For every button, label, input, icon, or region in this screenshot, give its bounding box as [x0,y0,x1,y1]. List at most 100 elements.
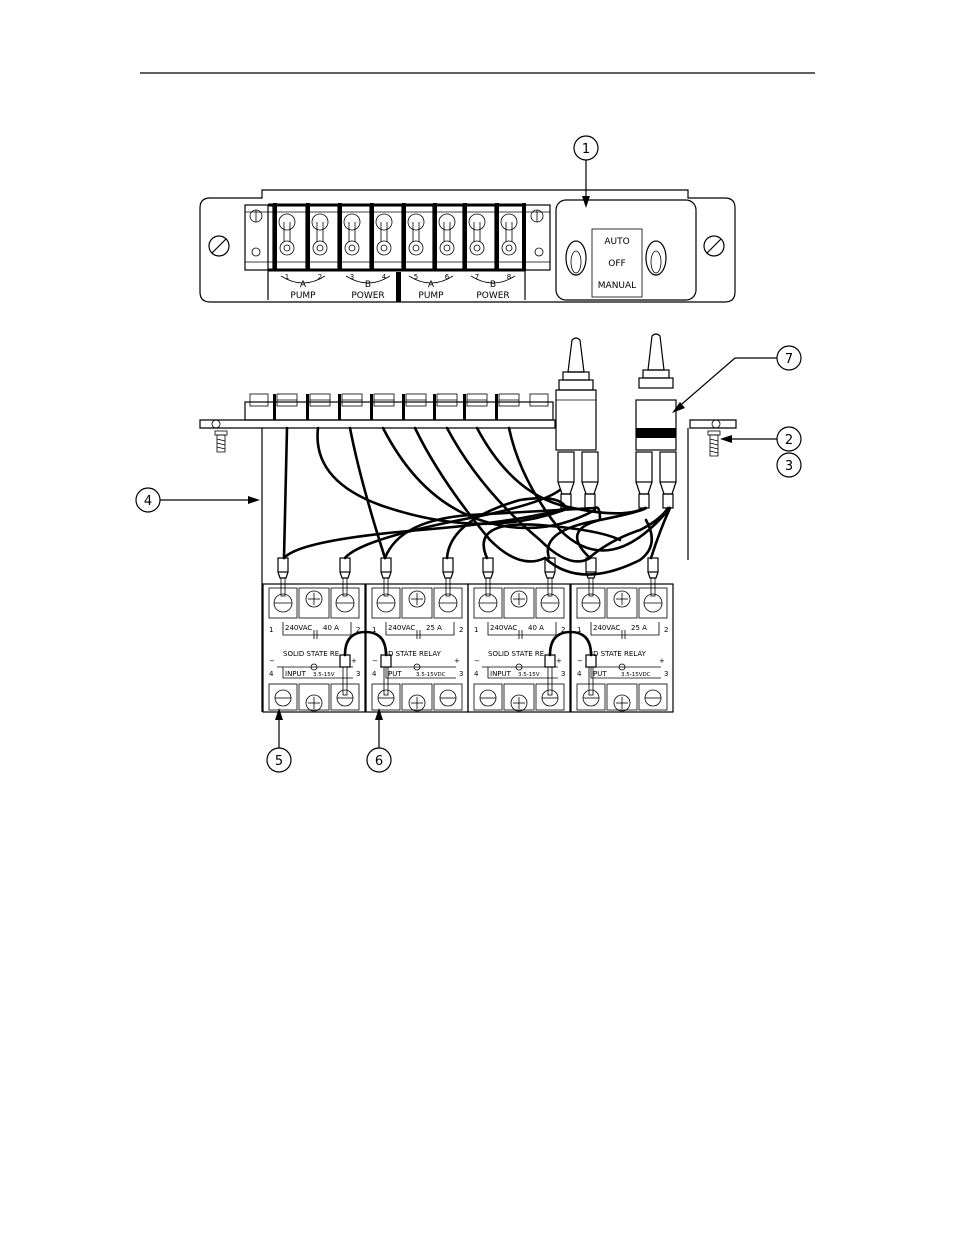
relay-voltage: 240VAC [490,624,517,632]
terminal-number: 4 [382,273,387,281]
terminal-number: 6 [445,273,450,281]
relay-voltage: 240VAC [388,624,415,632]
side-switch-right [635,333,677,451]
callout-7: 7 [785,352,793,367]
group-letter: B [490,280,496,290]
relay-minus: − [577,657,583,665]
top-terminal-5 [401,203,425,271]
wire-10 [343,488,562,560]
top-terminal-6 [432,203,456,271]
callout-2: 2 [785,433,793,448]
relay-terminal-3: 3 [664,670,668,678]
callout-4: 4 [144,494,152,509]
group-letter: A [428,280,435,290]
terminal-number: 7 [475,273,479,281]
side-terminal-8 [495,393,520,420]
wire-11 [383,506,597,560]
relay-plus: + [454,657,460,665]
side-screw-left [214,430,228,453]
relay-input-label: INPUT [285,670,307,678]
ring-terminal [585,557,597,597]
legend-manual: MANUAL [598,281,636,291]
side-switch-left [555,337,597,451]
wire-18 [575,506,602,560]
relay-title: SOLID STATE RE [488,650,544,658]
group-letter: A [300,280,307,290]
side-screw-right [707,430,721,457]
ring-terminal [482,557,494,597]
relay-current: 25 A [631,624,647,632]
relay-terminal-2: 2 [561,626,565,634]
relay-jumper-2 [544,630,597,696]
callout-1: 1 [582,142,590,157]
relay-terminal-2: 2 [664,626,668,634]
relay-terminal-2: 2 [459,626,463,634]
relay-jumper-1 [339,630,392,696]
top-terminal-7 [462,203,486,271]
side-terminal-3 [338,393,363,420]
ring-terminal [339,557,351,597]
relay-terminal-3: 3 [356,670,360,678]
side-terminal-4 [370,393,395,420]
top-switch-left [565,240,587,276]
wire-harness [282,426,672,576]
ring-terminal [647,557,659,597]
relay-terminal-4: 4 [372,670,377,678]
relay-terminal-3: 3 [561,670,565,678]
relay-input-range: 3.5-15V [518,672,540,678]
relay-minus: − [372,657,378,665]
switch-legend-box [591,228,643,298]
wire-16 [649,506,672,560]
panel-screw-right [703,235,725,257]
wire-9 [282,506,568,560]
side-terminal-6 [433,393,458,420]
top-terminal-3 [337,203,361,271]
ring-terminal [442,557,454,597]
callout-6: 6 [375,754,383,769]
relay-terminal-2: 2 [356,626,360,634]
relay-title: ID STATE RELAY [591,650,647,658]
switch-terminal-tab [581,451,599,509]
callout-3: 3 [785,459,793,474]
relay-plus: + [556,657,562,665]
side-terminal-7 [463,393,488,420]
panel-screw-left [208,235,230,257]
callouts: 1 7 2 3 4 5 6 [135,135,802,773]
ring-terminal [380,557,392,597]
relay-terminal-1: 1 [474,626,478,634]
side-terminal-2 [306,393,331,420]
relay-voltage: 240VAC [285,624,312,632]
group-word: POWER [351,291,384,301]
relay-terminal-1: 1 [269,626,273,634]
legend-off: OFF [608,259,625,269]
top-terminal-4 [369,203,393,271]
wire-12 [445,496,568,560]
relay-terminal-4: 4 [474,670,479,678]
wire-2 [316,426,566,526]
relay-minus: − [474,657,480,665]
relay-terminal-4: 4 [577,670,582,678]
relay-plus: + [659,657,665,665]
wire-6 [445,426,592,563]
legend-auto: AUTO [604,237,629,247]
switch-terminal-tab [557,451,575,509]
terminal-number: 2 [318,273,322,281]
relay-terminal-1: 1 [372,626,376,634]
relay-current: 40 A [323,624,339,632]
terminal-number: 5 [414,273,418,281]
ring-terminal [277,557,289,597]
top-terminal-1 [272,203,296,271]
relay-terminal-3: 3 [459,670,463,678]
wire-13 [482,523,622,560]
relay-input-label: PUT [388,670,402,678]
top-terminal-2 [305,203,329,271]
relay-plus: + [351,657,357,665]
switch-terminal-tab [659,451,677,509]
wire-15 [587,506,670,560]
relay-terminal-1: 1 [577,626,581,634]
